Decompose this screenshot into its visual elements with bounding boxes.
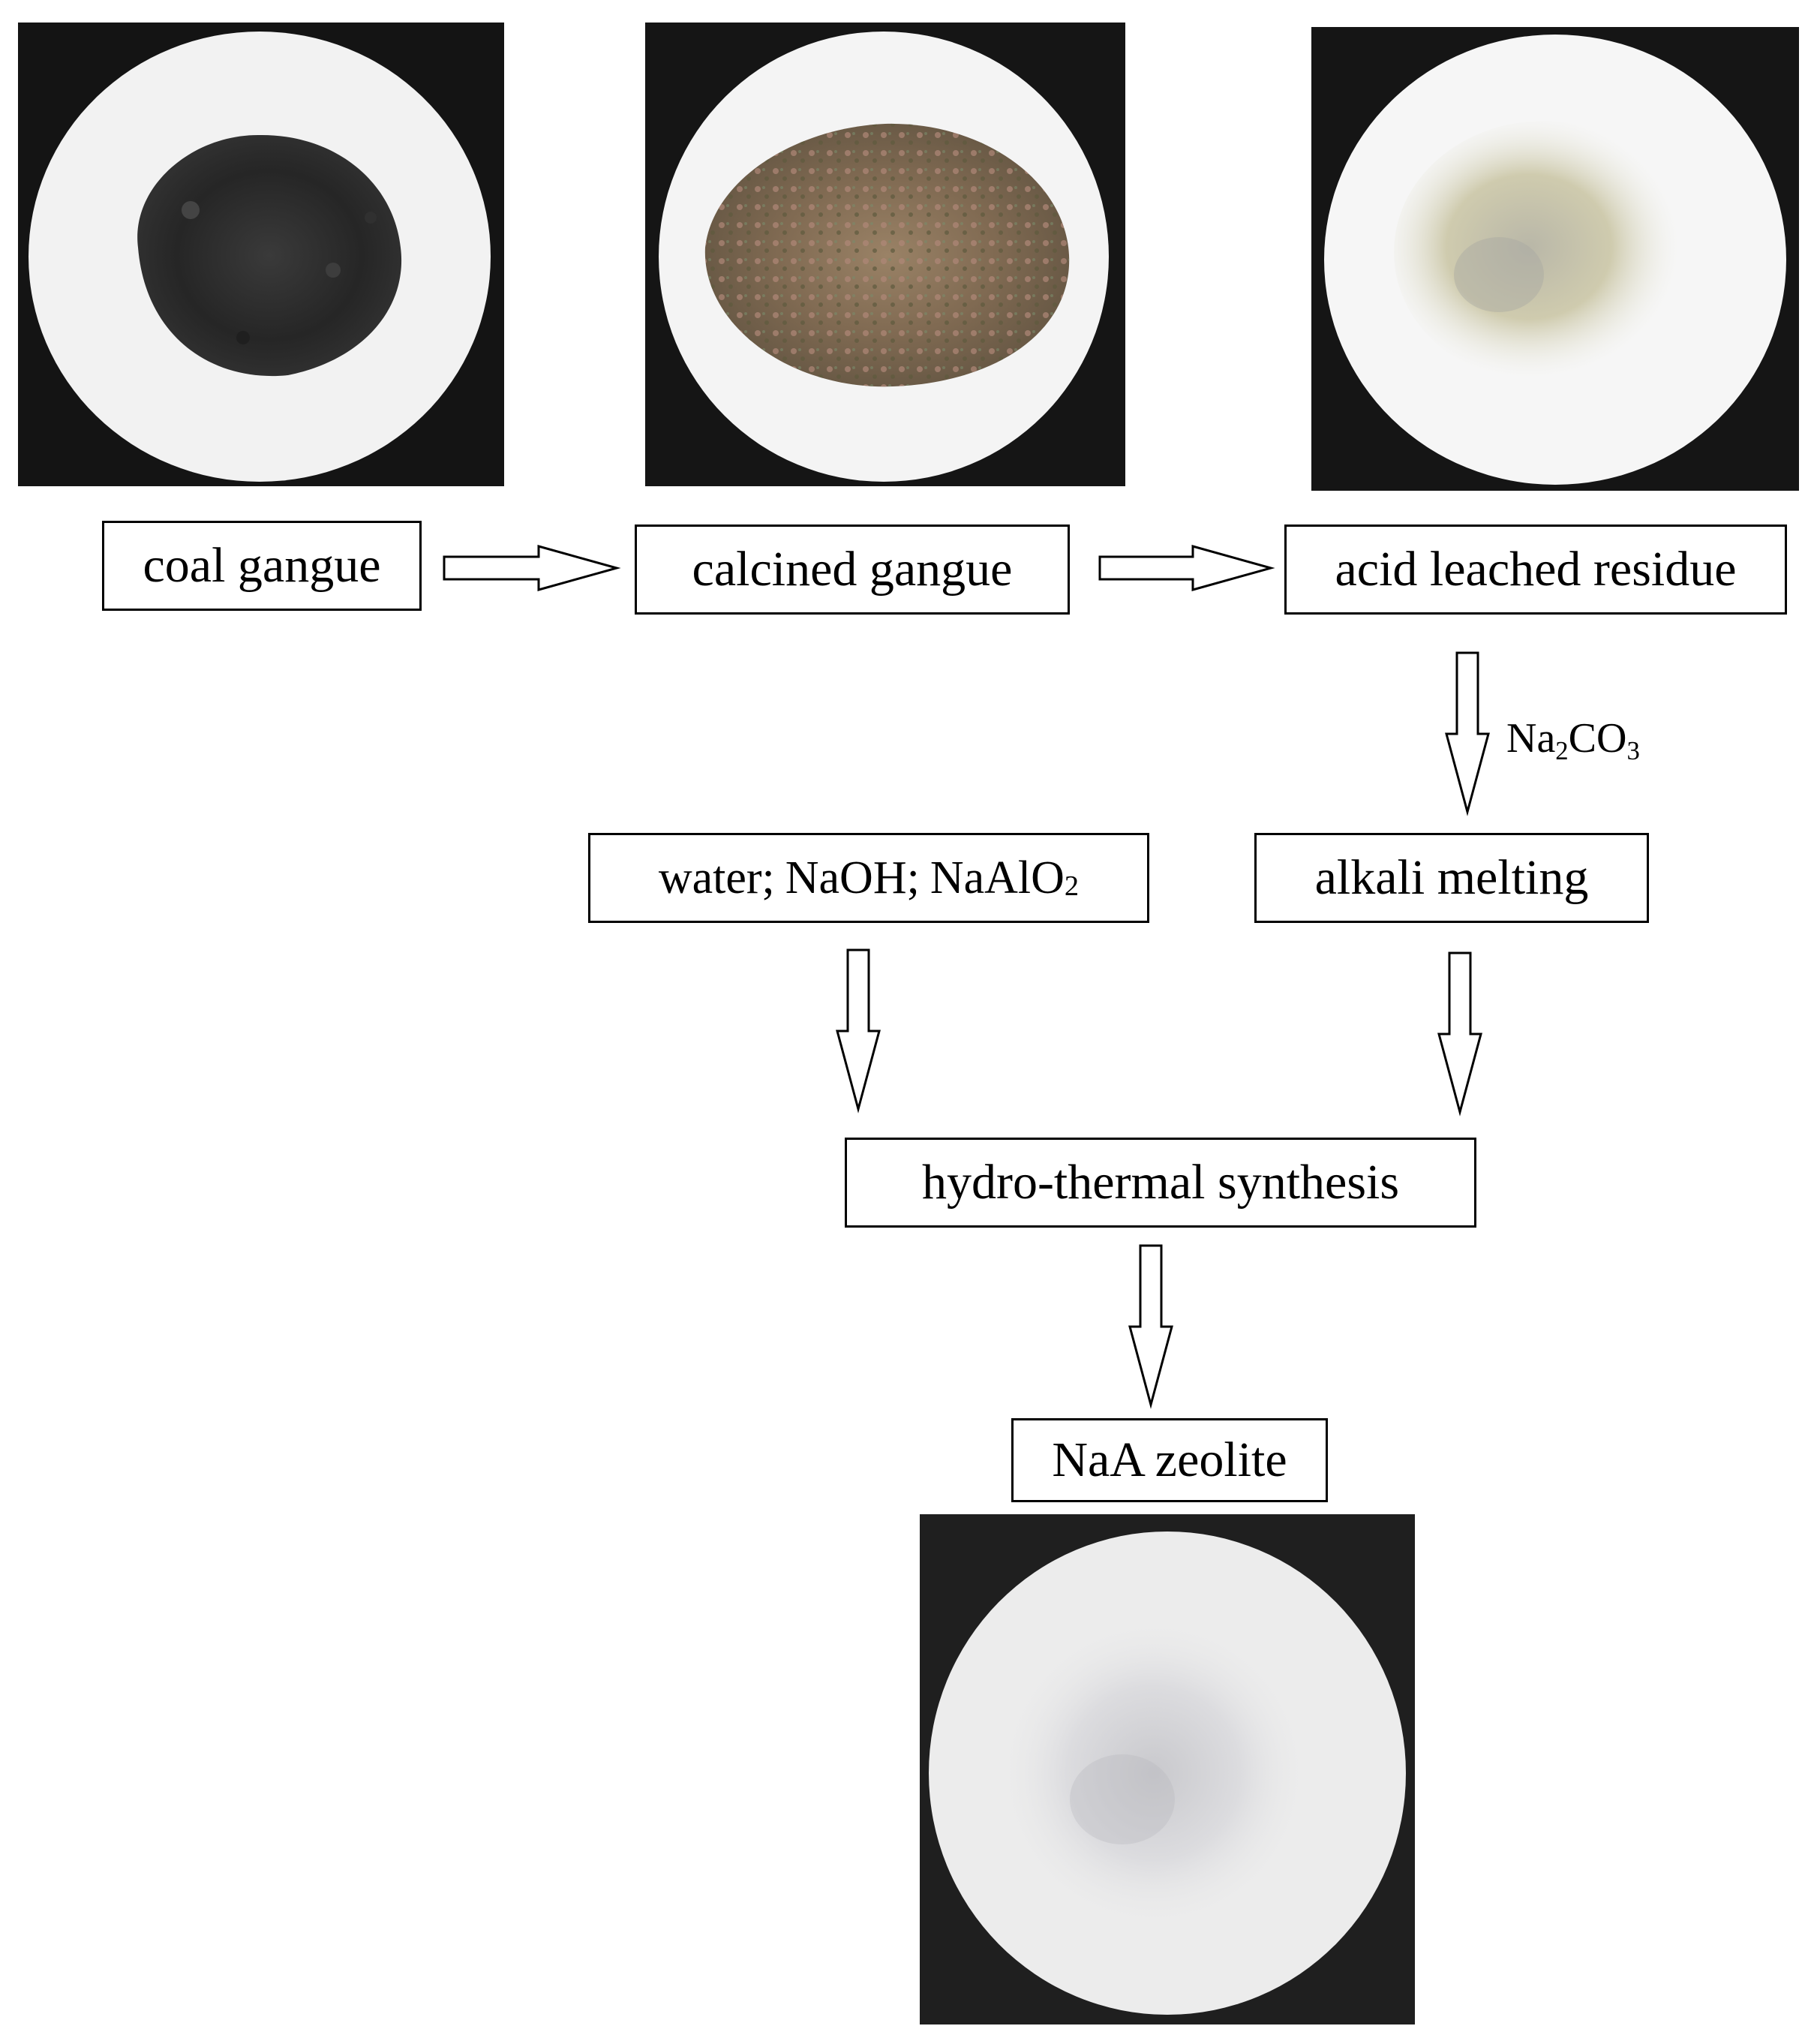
naa-zeolite-photo [920, 1514, 1415, 2024]
na2co3-co: CO [1568, 715, 1627, 762]
coal-gangue-photo [18, 23, 504, 486]
na2co3-label: Na2CO3 [1506, 715, 1640, 764]
alkali-melting-label: alkali melting [1314, 850, 1589, 905]
coal-gangue-label: coal gangue [143, 538, 381, 593]
arrow-calcined-to-residue [1098, 545, 1275, 591]
acid-leached-residue-box: acid leached residue [1284, 525, 1787, 615]
na2co3-subscript-3: 3 [1626, 735, 1640, 765]
arrow-alkali-to-hydrothermal [1437, 951, 1482, 1117]
hydrothermal-synthesis-box: hydro-thermal synthesis [845, 1138, 1476, 1228]
reagent-naoh: NaOH [785, 852, 907, 903]
arrow-coal-to-calcined [443, 545, 621, 591]
reagent-separator-1: ; [761, 852, 775, 903]
naa-zeolite-box: NaA zeolite [1011, 1418, 1328, 1502]
reagent-naalo2: NaAlO [930, 852, 1065, 903]
alkali-melting-box: alkali melting [1254, 833, 1649, 923]
calcined-gangue-photo [645, 23, 1125, 486]
acid-leached-residue-photo [1311, 27, 1799, 491]
na2co3-subscript-2: 2 [1555, 735, 1569, 765]
acid-leached-residue-label: acid leached residue [1335, 542, 1737, 597]
calcined-gangue-box: calcined gangue [635, 525, 1070, 615]
coal-gangue-box: coal gangue [102, 521, 422, 611]
reagent-naalo2-subscript: 2 [1064, 870, 1080, 902]
calcined-gangue-label: calcined gangue [692, 542, 1013, 597]
reagent-water: water [658, 852, 762, 903]
arrow-hydrothermal-to-naa [1128, 1244, 1173, 1409]
arrow-residue-to-alkali [1445, 651, 1490, 816]
na2co3-na: Na [1506, 715, 1556, 762]
reagent-separator-2: ; [906, 852, 920, 903]
hydrothermal-synthesis-label: hydro-thermal synthesis [921, 1155, 1400, 1210]
arrow-reagents-to-hydrothermal [836, 948, 881, 1114]
naa-zeolite-label: NaA zeolite [1052, 1432, 1287, 1487]
